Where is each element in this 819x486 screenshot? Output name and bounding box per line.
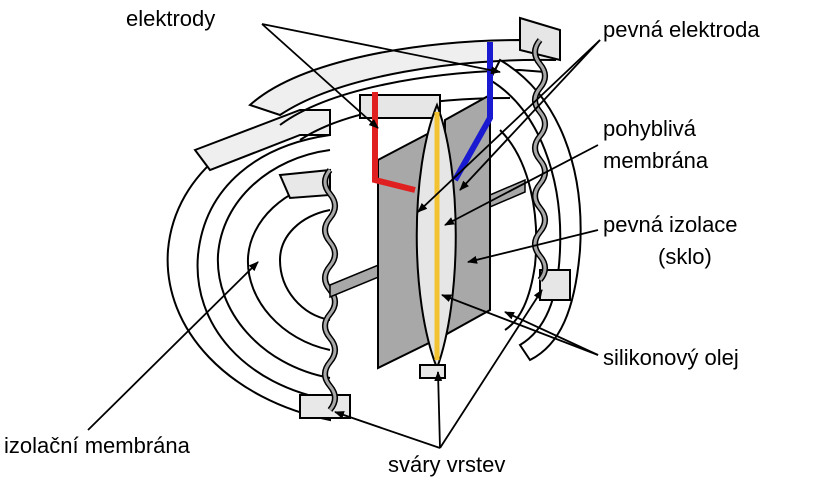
- leader-lines: [87, 23, 601, 449]
- bottom-seam: [419, 364, 446, 379]
- label-izolacni-membrana: izolační membrána: [4, 433, 190, 458]
- leader-elektrody-1: [261, 23, 379, 129]
- leader-silikonovy-olej-2: [504, 311, 599, 356]
- leader-elektrody-2: [261, 23, 501, 75]
- outer-ring-left: [166, 108, 331, 422]
- label-pohybliva-2: membrána: [603, 148, 709, 173]
- right-ring-inner: [499, 129, 538, 331]
- label-pevna-izolace-1: pevná izolace: [603, 212, 738, 237]
- label-pevna-izolace-2: (sklo): [658, 244, 712, 269]
- leader-svary-2: [434, 371, 443, 449]
- ring-4-left: [278, 209, 331, 321]
- housing-left: [166, 108, 351, 422]
- leader-pevna-izolace: [467, 229, 599, 264]
- electrode-right: [452, 42, 493, 182]
- label-pohybliva-1: pohyblivá: [603, 116, 696, 141]
- leader-pevna-elektroda-2: [459, 39, 601, 191]
- top-plate-right: [519, 16, 561, 62]
- ring-3-left: [246, 179, 331, 351]
- label-elektrody: elektrody: [126, 6, 216, 31]
- label-silikonovy-olej: silikonový olej: [603, 345, 739, 370]
- leader-pevna-elektroda-1: [417, 39, 601, 213]
- leader-svary-1: [334, 411, 441, 449]
- label-pevna-elektroda: pevná elektroda: [603, 17, 760, 42]
- leader-pohybliva-membrana: [444, 144, 599, 226]
- ring-2-left: [216, 149, 331, 379]
- top-slab-left: [193, 109, 331, 172]
- leader-svary-3: [439, 289, 543, 449]
- label-svary-vrstev: sváry vrstev: [388, 452, 506, 477]
- leader-izolacni-membrana: [87, 261, 259, 431]
